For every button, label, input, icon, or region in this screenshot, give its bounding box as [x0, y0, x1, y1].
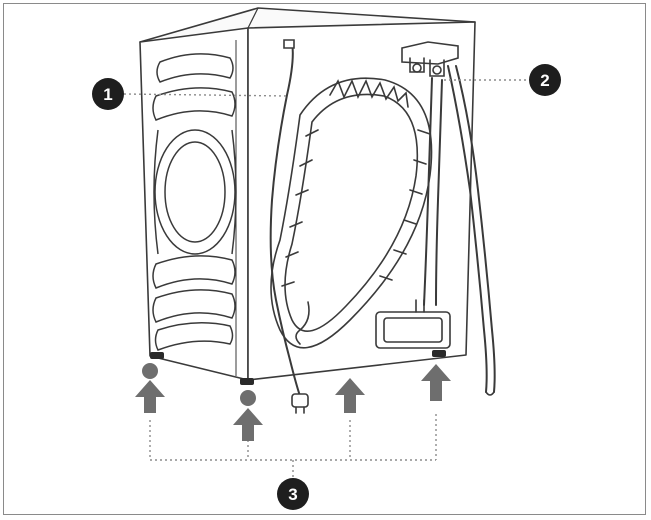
power-plug-icon	[292, 394, 308, 413]
callout-1-label: 1	[103, 85, 112, 104]
transport-bolt-cap-icon	[240, 390, 256, 406]
callout-2: 2	[529, 64, 561, 96]
transport-bolt-cap-icon	[142, 363, 158, 379]
callout-3-label: 3	[288, 485, 297, 504]
up-arrow-icon	[421, 364, 451, 401]
up-arrow-icon	[135, 380, 165, 413]
callout-1: 1	[92, 78, 124, 110]
up-arrow-icon	[335, 378, 365, 413]
up-arrow-icon	[233, 408, 263, 441]
callout-3: 3	[277, 478, 309, 510]
callout-2-label: 2	[540, 71, 549, 90]
